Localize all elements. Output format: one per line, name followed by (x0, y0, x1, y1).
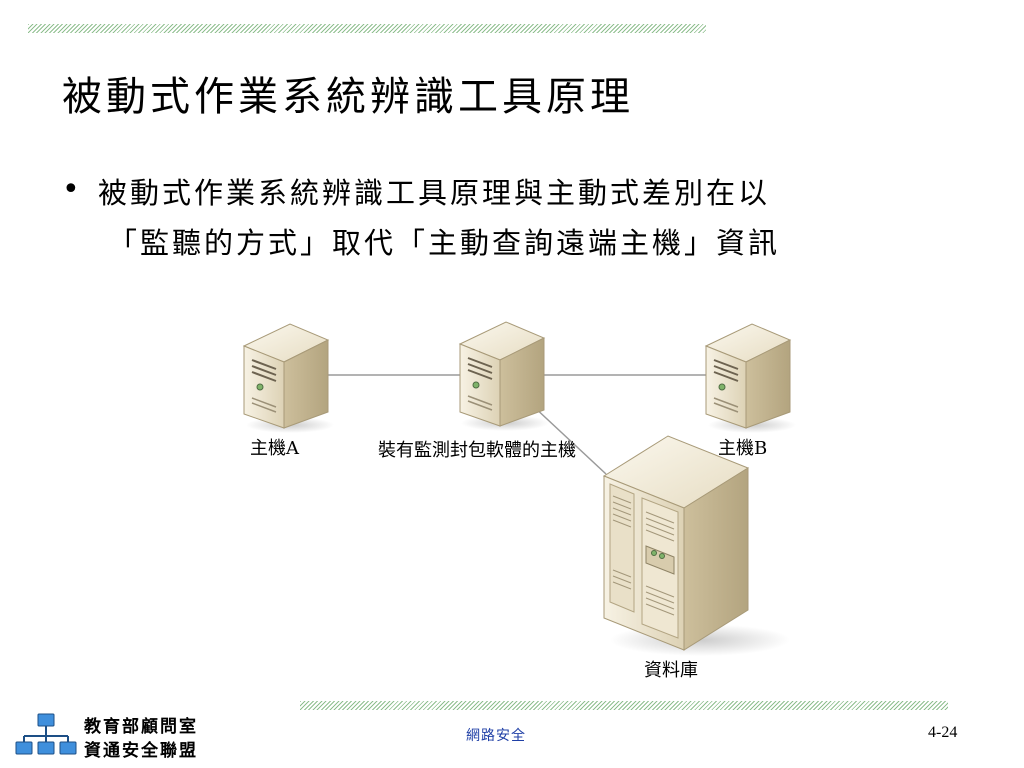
link-sniffer-database (531, 404, 607, 475)
top-hatch-divider (28, 24, 706, 33)
host-b-label: 主機B (718, 438, 768, 459)
sniffer-host-label: 裝有監測封包軟體的主機 (378, 440, 576, 461)
sniffer-server-icon (458, 321, 549, 431)
database-server-icon (602, 435, 790, 656)
page-number: 4-24 (928, 724, 958, 741)
host-b-server-icon (704, 323, 796, 433)
network-nodes-icon (15, 713, 77, 755)
bullet-text-line-2: 「監聽的方式」取代「主動查詢遠端主機」資訊 (108, 226, 781, 260)
host-a-server-icon (242, 323, 334, 433)
footer-course-name: 網路安全 (466, 728, 526, 744)
moe-logo: 教育部顧問室 資通安全聯盟 (14, 712, 214, 762)
bullet-marker: • (62, 172, 80, 207)
logo-line-1: 教育部顧問室 (84, 717, 198, 737)
database-label: 資料庫 (644, 660, 698, 681)
logo-line-2: 資通安全聯盟 (84, 741, 198, 761)
slide-title: 被動式作業系統辨識工具原理 (62, 74, 634, 120)
bullet-text-line-1: 被動式作業系統辨識工具原理與主動式差別在以 (98, 176, 771, 210)
bottom-hatch-divider (300, 701, 948, 710)
host-a-label: 主機A (250, 438, 299, 459)
